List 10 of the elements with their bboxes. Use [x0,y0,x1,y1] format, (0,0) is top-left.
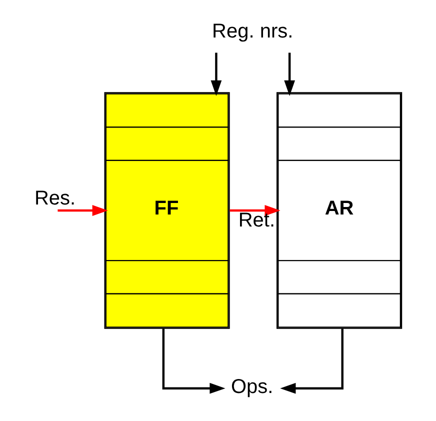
arrow [284,52,296,96]
edge-label: Ret. [238,210,276,232]
arrow [58,205,108,216]
edge-label: Res. [34,187,76,210]
arrow [280,328,344,394]
arrow [210,52,222,96]
node-text: Reg. nrs. [212,20,294,43]
arrow [230,205,280,216]
node-text: Ops. [230,376,274,398]
arrow [162,328,226,394]
